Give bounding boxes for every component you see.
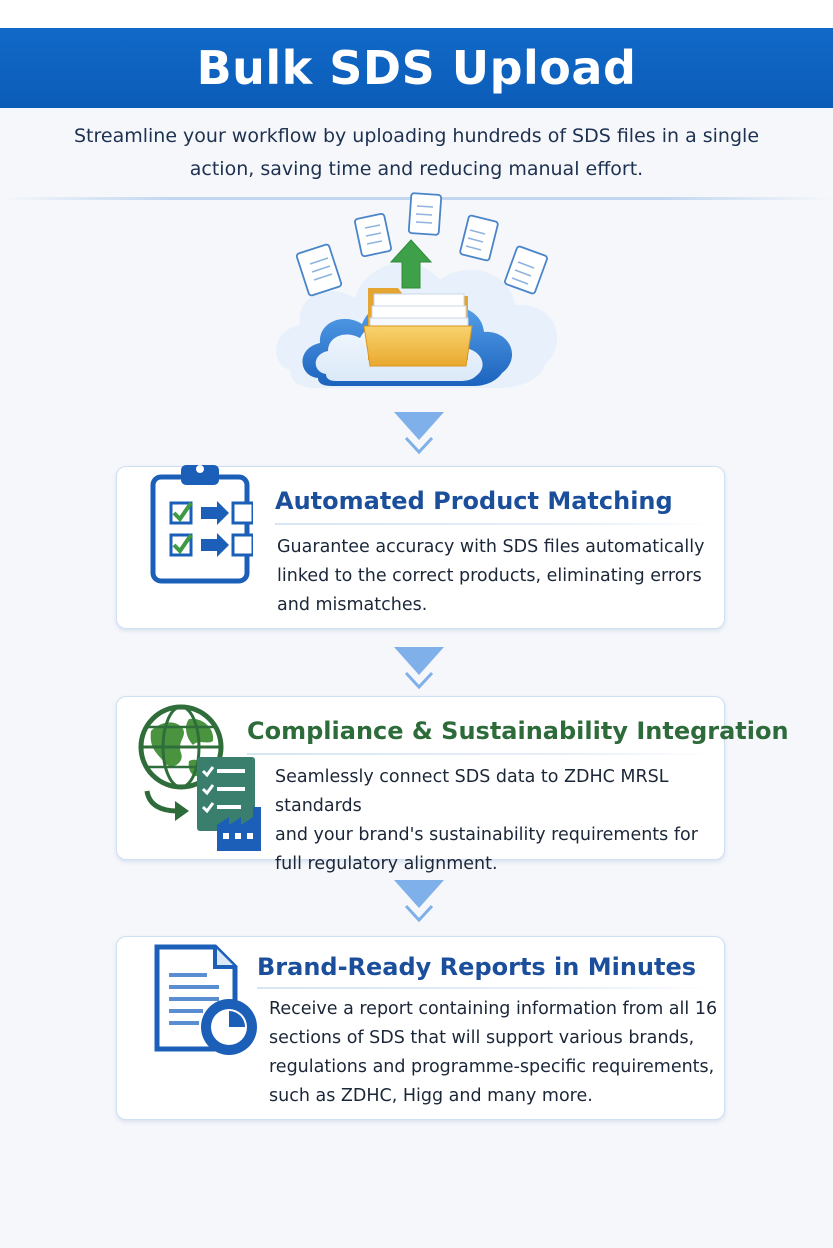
- cloud-upload-icon: [276, 192, 558, 388]
- card-text-line: Receive a report containing information …: [269, 999, 718, 1019]
- report-clock-icon: [154, 944, 257, 1055]
- card-description: Seamlessly connect SDS data to ZDHC MRSL…: [275, 763, 724, 879]
- card-divider: [275, 523, 715, 525]
- card-title: Automated Product Matching: [275, 487, 673, 515]
- intro-text: Streamline your workflow by uploading hu…: [30, 120, 803, 186]
- feature-card-reports: Brand-Ready Reports in Minutes Receive a…: [116, 936, 725, 1120]
- card-title: Compliance & Sustainability Integration: [247, 717, 789, 745]
- card-description: Receive a report containing information …: [269, 995, 717, 1111]
- card-text-line: Guarantee accuracy with SDS files automa…: [277, 537, 705, 557]
- top-margin: [0, 0, 833, 28]
- card-text-line: such as ZDHC, Higg and many more.: [269, 1086, 593, 1106]
- intro-line-2: action, saving time and reducing manual …: [189, 158, 644, 180]
- card-text-line: and mismatches.: [277, 595, 428, 615]
- card-divider: [247, 753, 715, 755]
- feature-card-compliance: Compliance & Sustainability Integration …: [116, 696, 789, 874]
- chevron-down-icon: [394, 412, 444, 455]
- card-text-line: sections of SDS that will support variou…: [269, 1028, 695, 1048]
- clipboard-checklist-icon: [150, 465, 253, 584]
- card-text-line: Seamlessly connect SDS data to ZDHC MRSL…: [275, 767, 669, 816]
- feature-card-product-matching: Automated Product Matching Guarantee acc…: [116, 465, 725, 629]
- card-text-line: regulations and programme-specific requi…: [269, 1057, 715, 1077]
- chevron-down-icon: [394, 647, 444, 690]
- card-text-line: and your brand's sustainability requirem…: [275, 825, 698, 845]
- header-banner: Bulk SDS Upload: [0, 28, 833, 108]
- card-text-line: linked to the correct products, eliminat…: [277, 566, 702, 586]
- globe-compliance-icon: [138, 704, 261, 851]
- chevron-down-icon: [394, 880, 444, 923]
- card-text-line: full regulatory alignment.: [275, 854, 498, 874]
- page-title: Bulk SDS Upload: [196, 41, 637, 95]
- card-divider: [257, 987, 715, 989]
- intro-line-1: Streamline your workflow by uploading hu…: [73, 125, 760, 147]
- card-description: Guarantee accuracy with SDS files automa…: [277, 533, 704, 620]
- card-title: Brand-Ready Reports in Minutes: [257, 953, 697, 981]
